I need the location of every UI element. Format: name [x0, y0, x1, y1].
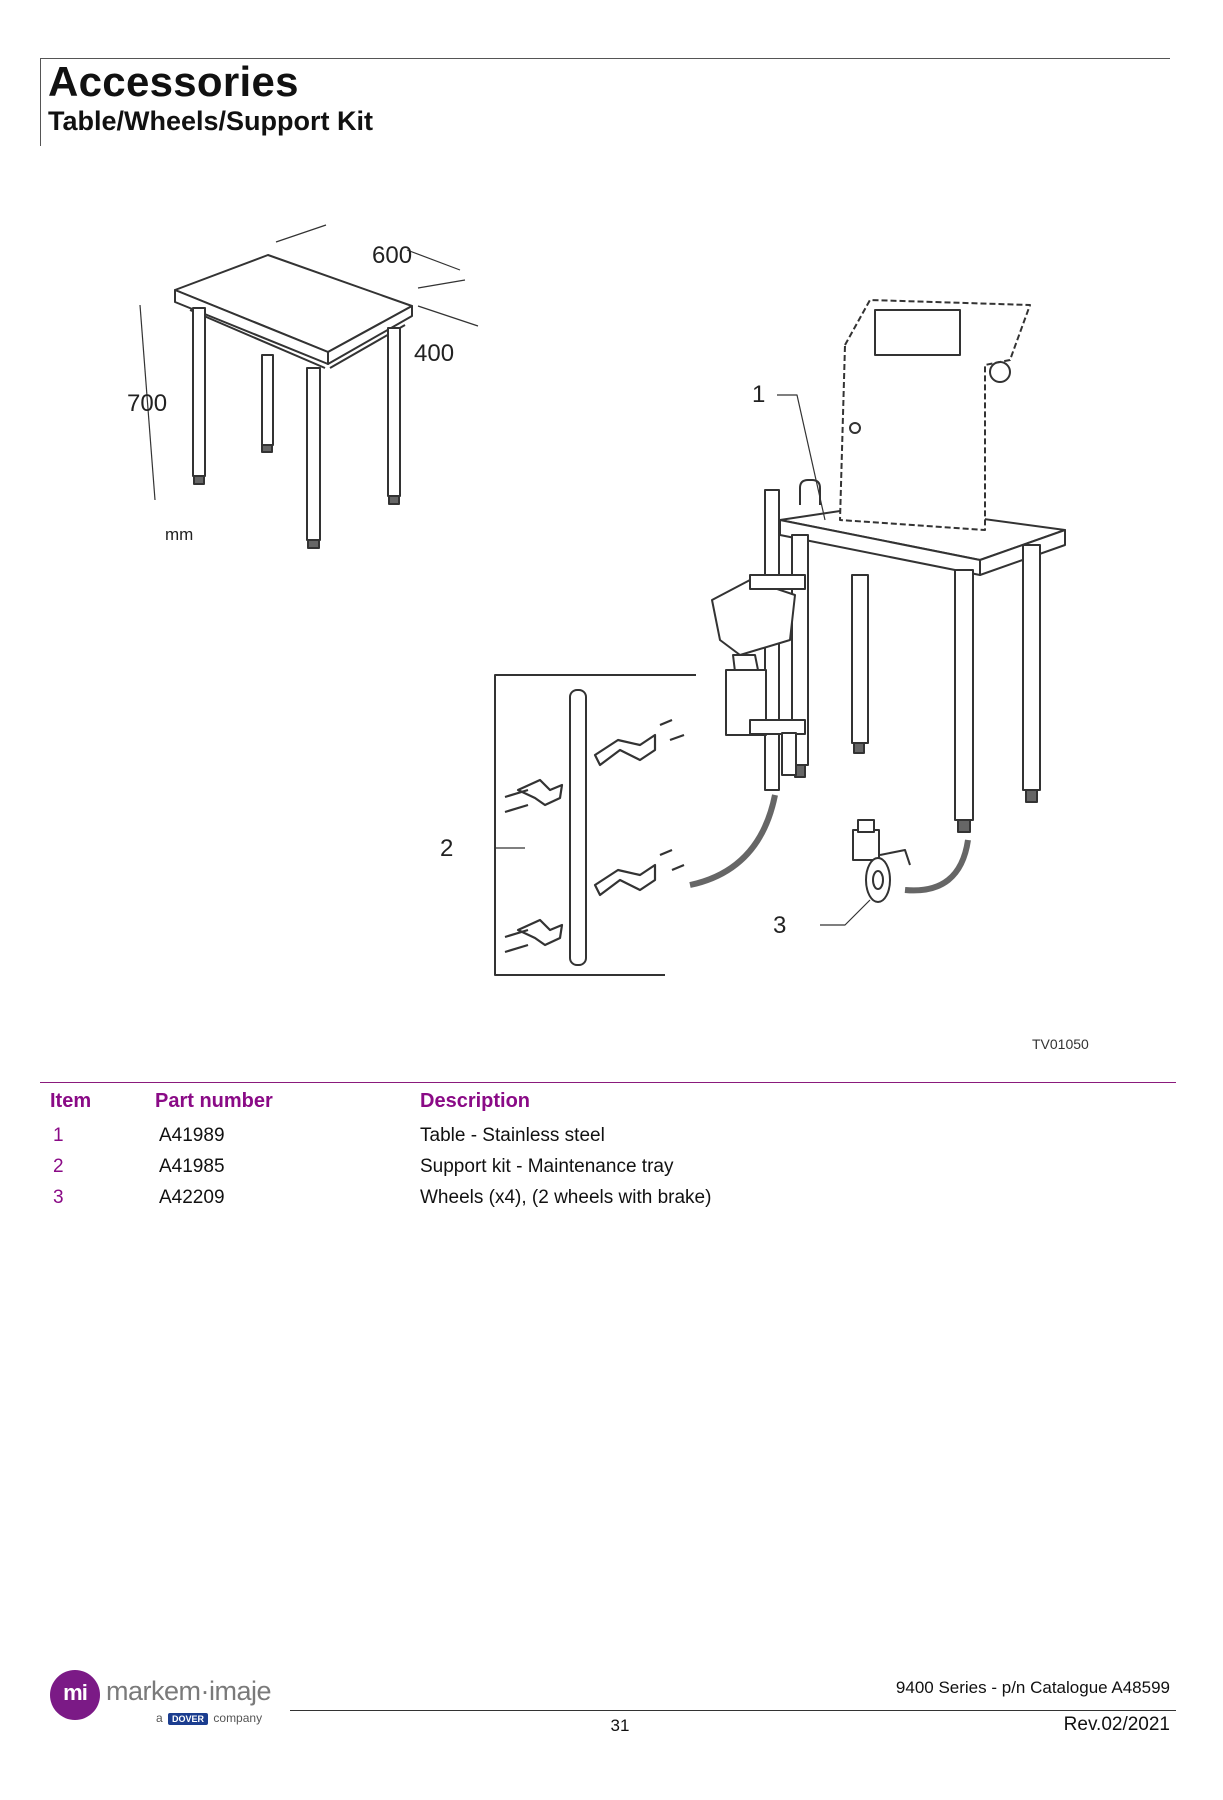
row-item: 1 — [53, 1125, 64, 1146]
table-rule — [40, 1082, 1176, 1083]
col-header-description: Description — [420, 1090, 531, 1112]
callout-1: 1 — [752, 381, 765, 408]
dimension-table-illustration — [174, 254, 413, 549]
col-header-part-number: Part number — [155, 1090, 273, 1112]
row-part-number: A41989 — [159, 1125, 225, 1146]
support-kit-illustration — [711, 479, 821, 791]
callout-leaders — [777, 394, 871, 926]
dim-depth-label: 400 — [414, 340, 454, 367]
callout-2: 2 — [440, 835, 453, 862]
revision: Rev.02/2021 — [1063, 1714, 1170, 1735]
footer-rule — [290, 1710, 1176, 1711]
row-item: 2 — [53, 1156, 64, 1177]
row-description: Wheels (x4), (2 wheels with brake) — [420, 1187, 712, 1208]
kit-detail-box — [494, 674, 778, 976]
table-row: 3 A42209 Wheels (x4), (2 wheels with bra… — [0, 1187, 1223, 1217]
callout-3: 3 — [773, 912, 786, 939]
dim-width-label: 600 — [372, 242, 412, 269]
dim-height-label: 700 — [127, 390, 167, 417]
dimension-lines — [139, 224, 479, 501]
figure-ref-code: TV01050 — [1032, 1036, 1089, 1052]
brand-logo-icon — [50, 1670, 100, 1720]
tagline-a: a — [156, 1711, 163, 1725]
row-item: 3 — [53, 1187, 64, 1208]
page-subtitle: Table/Wheels/Support Kit — [48, 106, 374, 136]
row-part-number: A42209 — [159, 1187, 225, 1208]
brand-tagline: a DOVER company — [156, 1711, 262, 1725]
main-table-illustration — [779, 504, 1066, 833]
dim-unit-label: mm — [165, 525, 193, 544]
printer-outline — [839, 299, 1031, 531]
header-rule — [40, 58, 1170, 59]
brand-logo-text: markem·imaje — [106, 1676, 272, 1706]
col-header-item: Item — [50, 1090, 92, 1112]
header-side-rule — [40, 58, 41, 146]
brand-logo-mark: mi — [63, 1680, 88, 1705]
dover-badge: DOVER — [168, 1713, 209, 1725]
page-title: Accessories — [48, 58, 299, 105]
row-part-number: A41985 — [159, 1156, 225, 1177]
page-number: 31 — [610, 1716, 630, 1735]
tagline-company: company — [213, 1711, 263, 1725]
wheel-illustration — [852, 819, 971, 903]
row-description: Support kit - Maintenance tray — [420, 1156, 674, 1177]
table-row: 2 A41985 Support kit - Maintenance tray — [0, 1156, 1223, 1186]
table-row: 1 A41989 Table - Stainless steel — [0, 1125, 1223, 1155]
footer-series: 9400 Series - p/n Catalogue A48599 — [895, 1678, 1170, 1697]
row-description: Table - Stainless steel — [420, 1125, 605, 1146]
